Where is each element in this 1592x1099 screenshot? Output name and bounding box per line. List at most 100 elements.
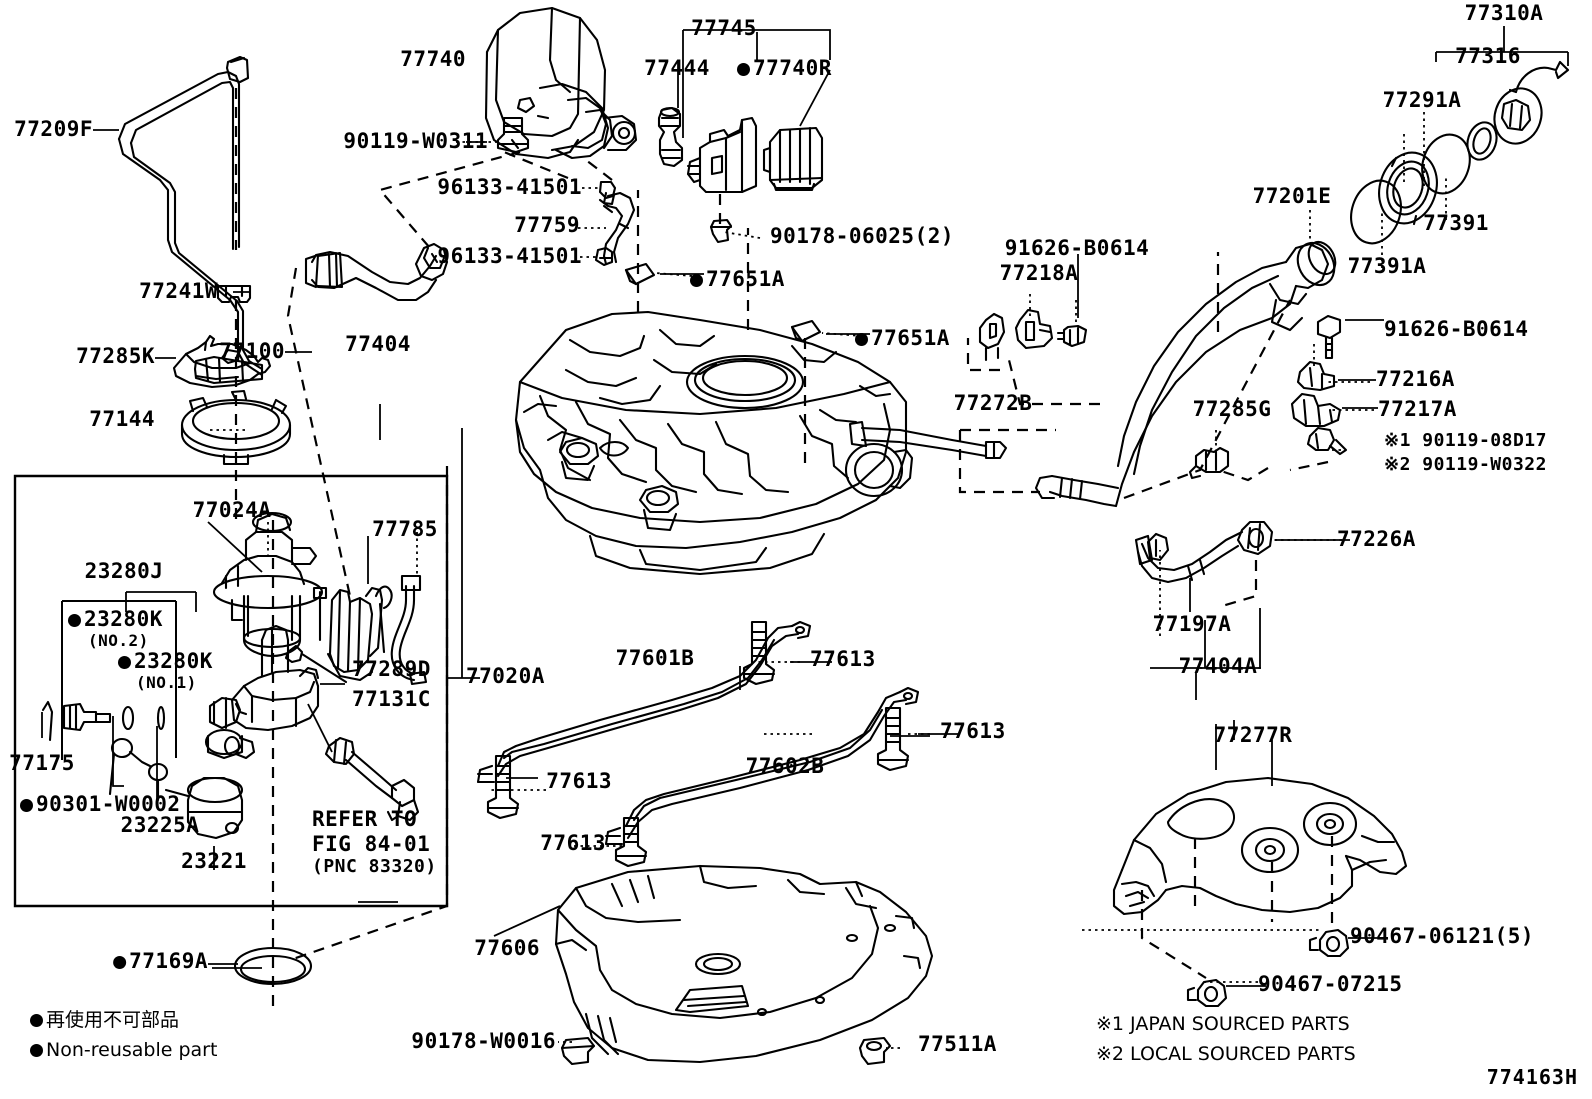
label-90119-W0322: ※2 90119-W0322 [1384, 454, 1547, 475]
label-90467-06121: 90467-06121(5) [1350, 924, 1535, 948]
part-77404A-vent-hose [1134, 530, 1244, 584]
label-23280K-no2: 23280K [68, 608, 163, 630]
part-77602B-strap [604, 686, 920, 846]
fuel-pump-group-frame [13, 474, 449, 908]
label-90178-06025: 90178-06025(2) [770, 224, 955, 248]
label-77785: 77785 [372, 517, 438, 541]
clip-90467-07215 [1186, 978, 1228, 1008]
part-77100-fuel-tank [514, 310, 1008, 576]
bracket-23280J [61, 600, 177, 760]
non-reusable-dot [30, 1014, 43, 1027]
label-23280K-no1: 23280K [118, 650, 213, 672]
label-77444: 77444 [644, 56, 710, 80]
label-90301-W0002: 90301-W0002 [20, 793, 181, 815]
label-23280K-no1-sub: (NO.1) [136, 673, 197, 692]
label-23221: 23221 [181, 849, 247, 873]
part-77226A-connector [1236, 520, 1274, 556]
part-23280K-no1-oring [156, 705, 166, 731]
part-77404-hose [304, 242, 449, 302]
figure-code: 774163H [1486, 1065, 1578, 1089]
part-23225A-bracket [108, 737, 169, 802]
label-77391: 77391 [1423, 211, 1489, 235]
part-77601B-strap [476, 620, 812, 784]
label-77209F: 77209F [14, 117, 93, 141]
label-77144: 77144 [89, 407, 155, 431]
part-90178-06025-grommet [709, 218, 733, 244]
label-77740R: 77740R [737, 57, 832, 79]
part-77201E-filler-pipe [1034, 240, 1337, 508]
label-90119-08D17: ※1 90119-08D17 [1384, 430, 1547, 451]
part-77606-protector [554, 864, 934, 1064]
bolt-77613-c [876, 706, 910, 772]
part-77310A-fuel-cap [1493, 60, 1570, 145]
part-77745-vsv-module [686, 116, 758, 194]
part-90119-08D17-screw [1306, 426, 1348, 456]
part-77175-valve [41, 700, 112, 742]
bolt-77613-a [742, 620, 776, 686]
label-77024A: 77024A [192, 498, 272, 522]
label-77285K: 77285K [76, 344, 155, 368]
label-refer-line2: FIG 84-01 [312, 832, 431, 856]
label-77606: 77606 [474, 936, 540, 960]
non-reusable-dot [690, 274, 703, 287]
label-77613-d: 77613 [540, 831, 606, 855]
part-77740-charcoal-canister [484, 6, 638, 160]
part-23221-fuel-pump [164, 776, 244, 840]
label-90467-07215: 90467-07215 [1258, 972, 1403, 996]
label-77651A-b: 77651A [855, 327, 950, 349]
label-91626-B0614-a: 91626-B0614 [1004, 236, 1150, 260]
non-reusable-dot [20, 799, 33, 812]
label-23280J: 23280J [84, 559, 164, 583]
label-77020A: 77020A [466, 664, 545, 688]
label-77310A: 77310A [1464, 1, 1544, 25]
label-refer-line3: (PNC 83320) [312, 856, 437, 877]
label-77740: 77740 [400, 47, 466, 71]
part-77216A-clamp [1296, 360, 1336, 392]
bolt-77613-b [486, 754, 520, 820]
non-reusable-dot [113, 956, 127, 969]
non-reusable-dot [118, 656, 131, 669]
label-77285G: 77285G [1192, 397, 1272, 421]
part-77391-seal [1421, 133, 1471, 195]
label-77201E: 77201E [1252, 184, 1332, 208]
label-23280K-no2-sub: (NO.2) [88, 631, 149, 650]
part-77024A-fuel-pump-assembly [212, 511, 328, 658]
footnote-local-sourced: ※2 LOCAL SOURCED PARTS [1096, 1043, 1356, 1065]
label-77131C: 77131C [352, 687, 431, 711]
label-77759: 77759 [514, 213, 580, 237]
part-fuel-sender-unit [324, 736, 420, 822]
part-77740R-pump-module [762, 126, 824, 192]
part-77444-valve [657, 106, 684, 168]
label-23225A: 23225A [120, 813, 200, 837]
part-77651A-cushion-a [624, 262, 656, 286]
label-77404A: 77404A [1178, 654, 1258, 678]
part-77241W-clip [216, 284, 252, 304]
part-96133-41501-clamp-a [598, 180, 617, 206]
label-77218A: 77218A [999, 261, 1079, 285]
part-77759-hose [598, 191, 636, 266]
label-77217A: 77217A [1378, 397, 1457, 421]
part-90119-W0311-bolt [496, 116, 530, 154]
part-91626-B0614-bolt-a [1056, 324, 1088, 348]
leader-lines-dotted [210, 112, 1447, 1049]
part-23280K-no2-oring [121, 705, 135, 731]
label-77226A: 77226A [1337, 527, 1416, 551]
part-77272B-bracket [978, 312, 1006, 362]
label-77197A: 77197A [1152, 612, 1232, 636]
legend-english: Non-reusable part [30, 1038, 217, 1064]
label-77613-c: 77613 [940, 719, 1006, 743]
bolt-77613-d [614, 816, 648, 868]
non-reusable-dot [737, 63, 750, 76]
label-77613-b: 77613 [546, 769, 612, 793]
part-77277R-heat-shield [1112, 776, 1408, 916]
grommet-77511A [858, 1036, 892, 1066]
non-reusable-dot [30, 1044, 43, 1057]
label-77241W: 77241W [139, 279, 218, 303]
part-77209F-fuel-tube [117, 55, 264, 385]
label-77272B: 77272B [953, 391, 1033, 415]
non-reusable-dot [855, 333, 868, 346]
label-77745: 77745 [691, 16, 757, 40]
label-refer-line1: REFER TO [312, 807, 418, 831]
label-77169A: 77169A [113, 950, 208, 972]
